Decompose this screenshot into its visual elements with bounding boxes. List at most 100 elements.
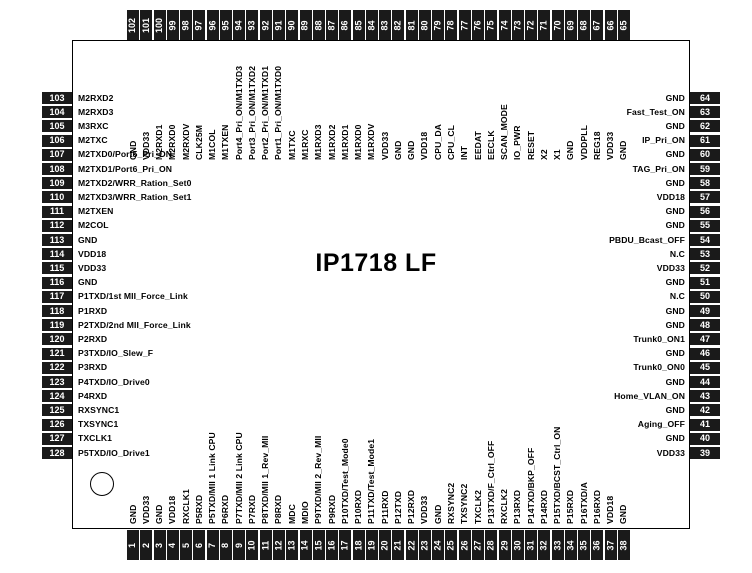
pin-top-87-number: 87 [326, 19, 337, 31]
pin-left-label-107: M2TXD0/Port5_Pri_ON [78, 149, 173, 160]
pin-left-121-number: 121 [49, 348, 65, 359]
pin-right-41: 41 [690, 418, 720, 431]
pin-top-76-number: 76 [472, 19, 483, 31]
pin-left-label-128: P5TXD/IO_Drive1 [78, 447, 150, 458]
pin-top-79-number: 79 [432, 19, 443, 31]
pin-left-116: 116 [42, 276, 72, 289]
pin-left-103: 103 [42, 92, 72, 104]
pin-bottom-36-number: 36 [591, 539, 602, 551]
pin-left-label-120: P2RXD [78, 333, 108, 344]
pin-left-115: 115 [42, 262, 72, 275]
pin-left-111: 111 [42, 205, 72, 218]
pin-left-110: 110 [42, 191, 72, 204]
pin-right-61: 61 [690, 134, 720, 147]
pin-bottom-label-24: GND [432, 504, 443, 524]
pin-left-114-number: 114 [49, 248, 65, 259]
pin-right-58: 58 [690, 177, 720, 190]
pin-top-72: 72 [525, 10, 538, 40]
pin-top-98-number: 98 [180, 19, 191, 31]
pin-top-86-number: 86 [339, 19, 350, 31]
pin-bottom-12-number: 12 [273, 539, 284, 551]
pin-top-101: 101 [140, 10, 153, 40]
pin-bottom-25-number: 25 [445, 539, 456, 551]
pin-bottom-30-number: 30 [512, 539, 523, 551]
pin-right-label-58: GND [665, 177, 685, 188]
pin-bottom-14-number: 14 [299, 539, 310, 551]
pin-right-label-45: Trunk0_ON0 [633, 362, 685, 373]
pin-bottom-10-number: 10 [246, 539, 257, 551]
pin-right-label-40: GND [665, 433, 685, 444]
pin-right-42: 42 [690, 404, 720, 417]
pin-top-80: 80 [418, 10, 431, 40]
pin-right-45: 45 [690, 361, 720, 374]
pin-top-label-69: GND [565, 140, 576, 160]
pin-right-44: 44 [690, 376, 720, 388]
pin-right-label-48: GND [665, 319, 685, 330]
pin-bottom-label-30: P13RXD [512, 489, 523, 524]
pin-top-94-number: 94 [233, 19, 244, 31]
pin-top-91-number: 91 [273, 19, 284, 31]
pin-right-label-52: VDD33 [656, 262, 685, 273]
pin-bottom-label-8: P6RXD [220, 494, 231, 524]
pin-left-label-104: M2RXD3 [78, 106, 114, 117]
pin-bottom-label-4: VDD18 [167, 495, 178, 524]
pin-bottom-2-number: 2 [140, 542, 151, 548]
pin-right-label-64: GND [665, 92, 685, 103]
pin-top-label-67: REG18 [591, 131, 602, 160]
pin-top-label-97: CLK25M [193, 125, 204, 160]
pin-right-53: 53 [690, 248, 720, 261]
pin-top-label-65: GND [618, 140, 629, 160]
pin-top-87: 87 [326, 10, 339, 40]
pin-bottom-3-number: 3 [154, 542, 165, 548]
pin-top-label-88: M1RXD3 [313, 124, 324, 160]
pin-bottom-20-number: 20 [379, 539, 390, 551]
chip-body [72, 40, 690, 529]
pin-right-64: 64 [690, 92, 720, 104]
pin-right-label-44: GND [665, 376, 685, 387]
chip-title: IP1718 LF [315, 249, 437, 277]
pin-left-label-118: P1RXD [78, 305, 108, 316]
pin-right-48: 48 [690, 319, 720, 332]
pin-top-79: 79 [432, 10, 445, 40]
pin-right-50-number: 50 [699, 291, 710, 302]
pin-right-label-51: GND [665, 277, 685, 288]
pin-bottom-26-number: 26 [459, 539, 470, 551]
pin-bottom-8-number: 8 [220, 542, 231, 548]
pin-left-label-112: M2COL [78, 220, 109, 231]
pin-top-88-number: 88 [313, 19, 324, 31]
pin-left-label-114: VDD18 [78, 248, 107, 259]
pin-top-label-80: VDD18 [419, 131, 430, 160]
pin-left-105: 105 [42, 120, 72, 133]
pin-bottom-37-number: 37 [605, 539, 616, 551]
pin-left-123: 123 [42, 376, 72, 388]
pin-top-label-76: EEDAT [472, 131, 483, 160]
pin-bottom-18-number: 18 [353, 539, 364, 551]
pin-left-label-126: TXSYNC1 [78, 419, 119, 430]
pin-right-47: 47 [690, 333, 720, 346]
pin-right-48-number: 48 [699, 319, 710, 330]
pin-left-127-number: 127 [49, 433, 65, 444]
pin-bottom-label-14: MDIO [300, 501, 310, 524]
pin-left-120-number: 120 [49, 333, 65, 344]
pin-top-label-91: Port1_Pri_ON/M1TXD0 [273, 65, 284, 160]
pin-top-99: 99 [166, 10, 179, 40]
pin-bottom-22: 22 [405, 530, 418, 560]
pin-left-104: 104 [42, 106, 72, 119]
pin-left-122-number: 122 [49, 362, 65, 373]
pin-top-82: 82 [392, 10, 405, 40]
pin-bottom-31: 31 [525, 530, 538, 560]
pin-top-102: 102 [127, 10, 139, 40]
pin-top-label-93: Port3_Pri_ON/M1TXD2 [246, 65, 257, 160]
pin-right-45-number: 45 [699, 362, 710, 373]
pin-top-91: 91 [272, 10, 285, 40]
pin-bottom-1-number: 1 [127, 542, 138, 548]
pin-left-116-number: 116 [49, 277, 65, 288]
pin-right-label-42: GND [665, 404, 685, 415]
pin-top-81-number: 81 [406, 19, 417, 31]
pin-right-57-number: 57 [699, 191, 710, 202]
pin-left-113: 113 [42, 234, 72, 246]
pin-right-53-number: 53 [699, 248, 710, 259]
pin-left-label-109: M2TXD2/WRR_Ration_Set0 [78, 177, 192, 188]
pin-left-label-127: TXCLK1 [78, 433, 113, 444]
pin-right-49-number: 49 [699, 305, 710, 316]
